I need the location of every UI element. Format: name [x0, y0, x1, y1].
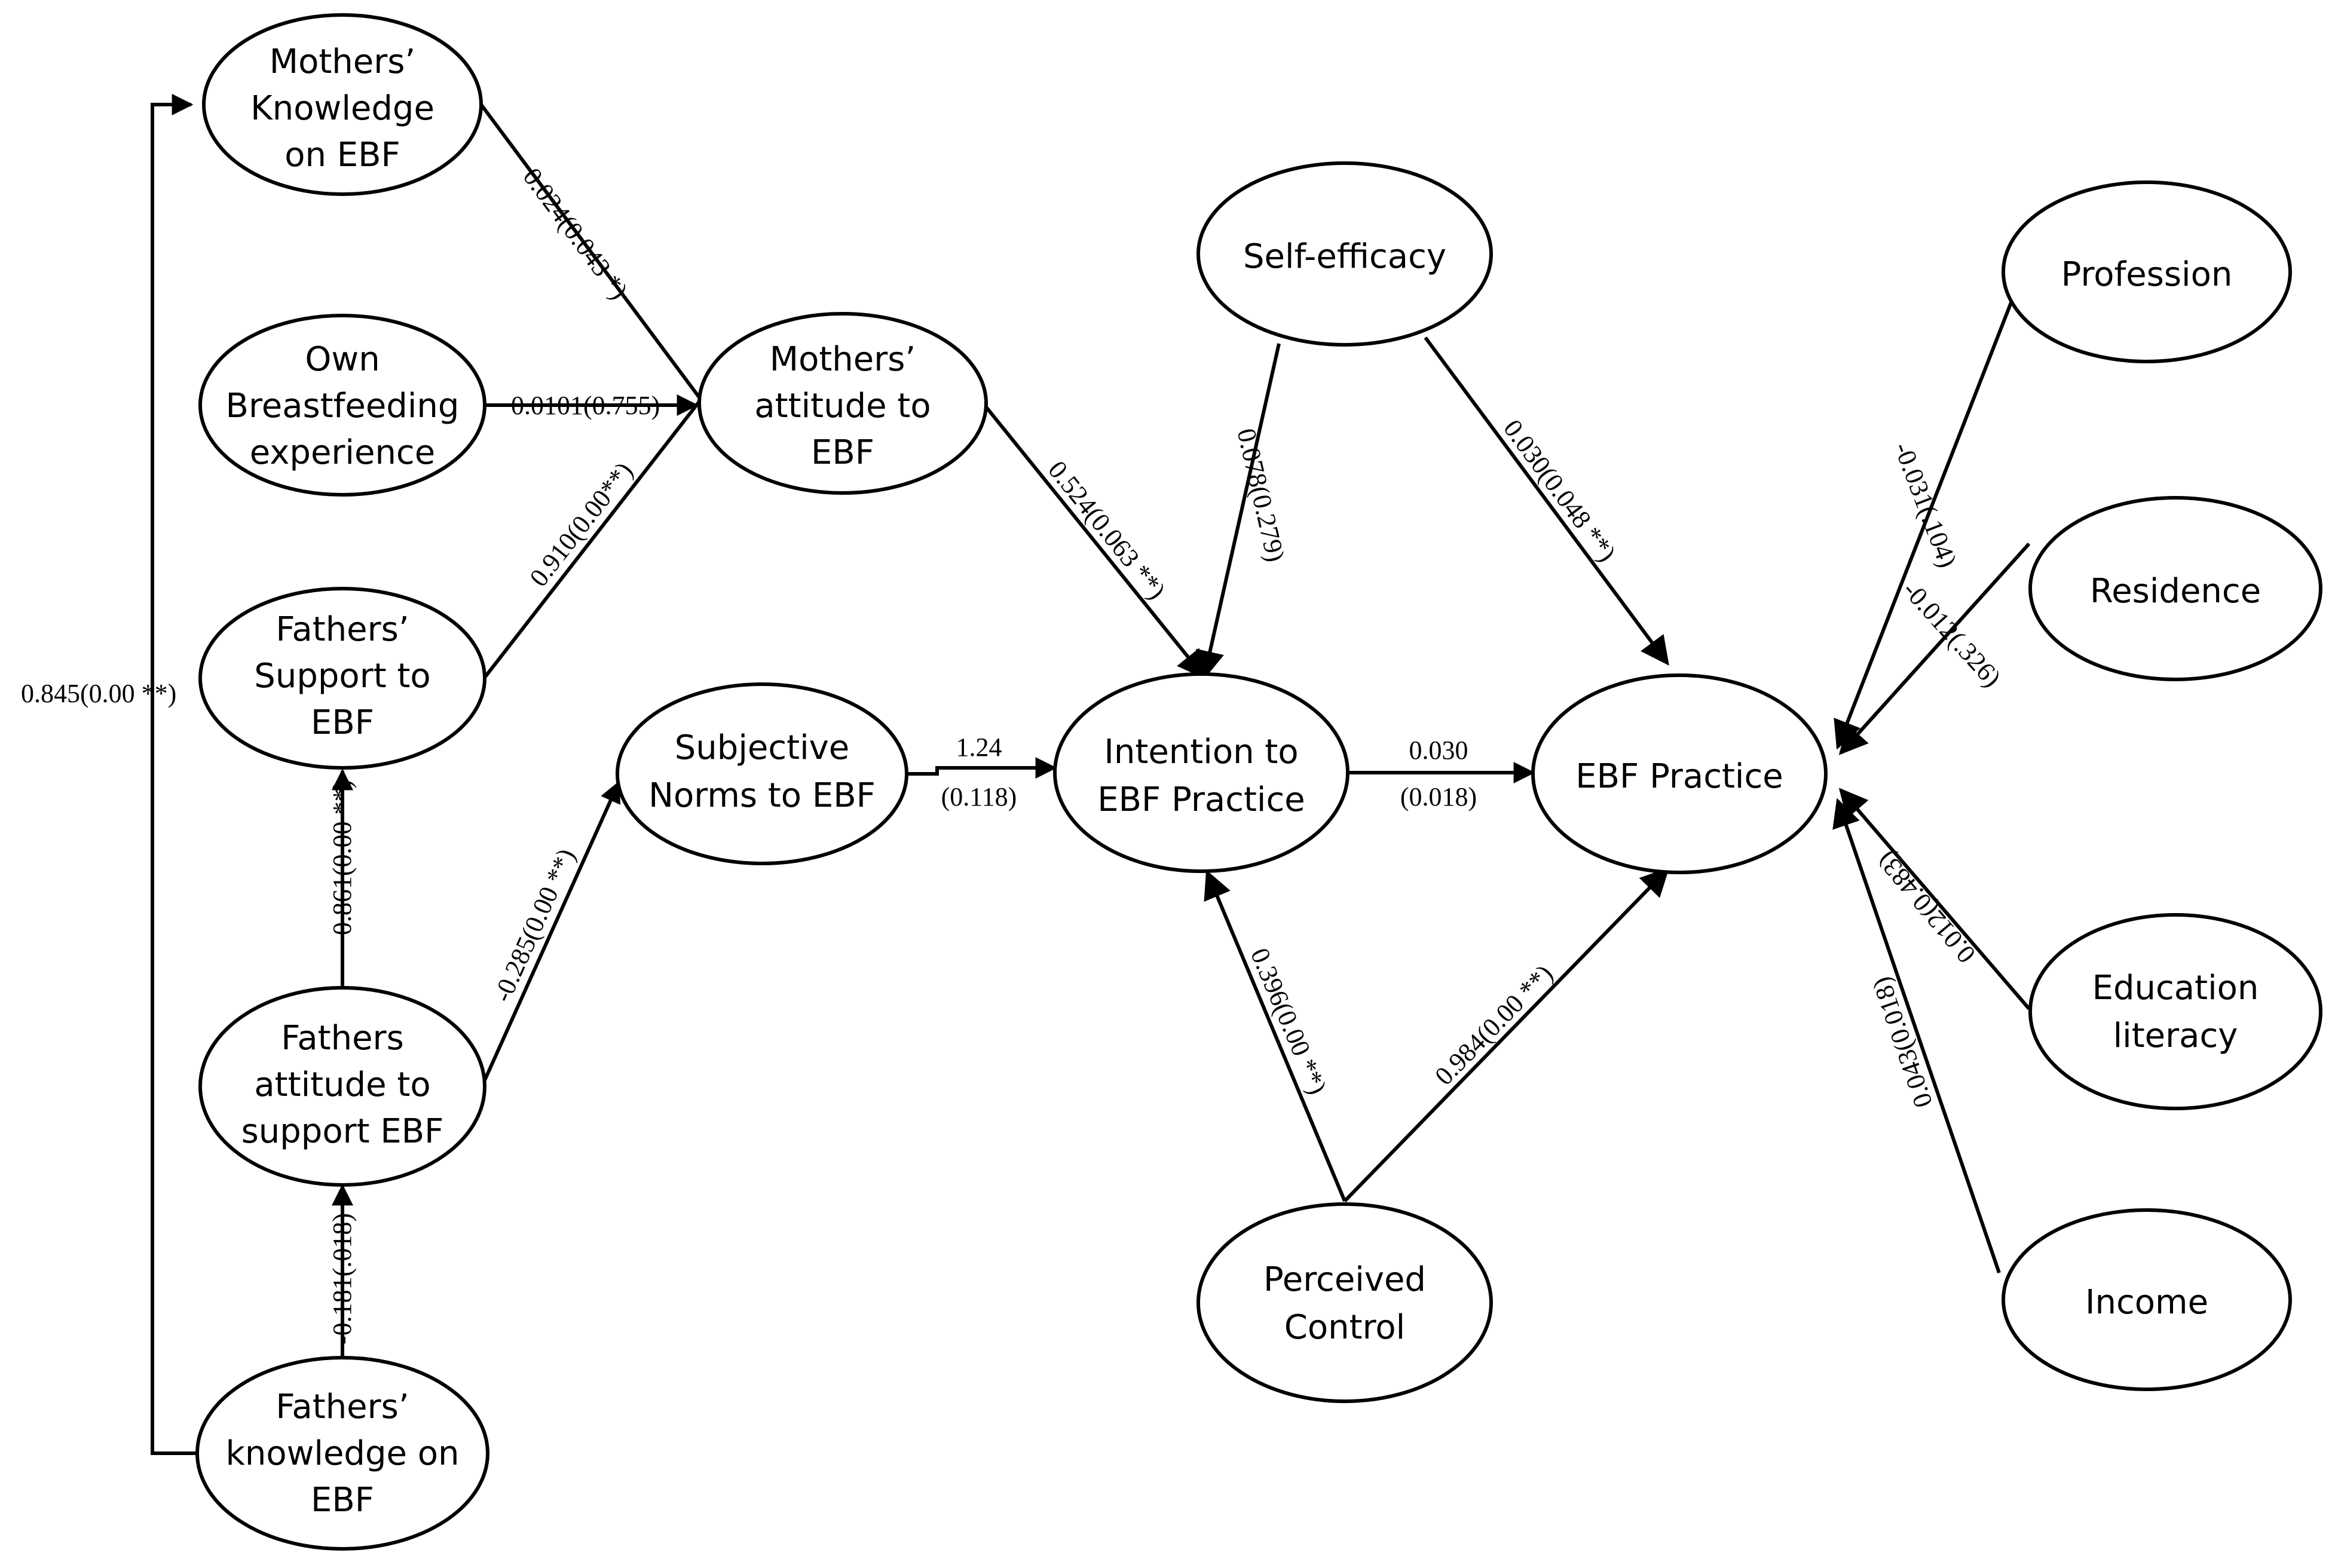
svg-text:attitude to: attitude to: [754, 387, 931, 425]
svg-text:knowledge on: knowledge on: [225, 1434, 459, 1473]
svg-text:Support to: Support to: [254, 657, 430, 696]
svg-text:Breastfeeding: Breastfeeding: [226, 387, 460, 425]
edge-fathers-knowledge-to-mothers-knowledge: [151, 94, 197, 1455]
node-intention: Intention to EBF Practice: [1053, 672, 1349, 873]
svg-text:attitude to: attitude to: [254, 1065, 430, 1104]
svg-text:Norms to EBF: Norms to EBF: [648, 776, 876, 815]
svg-text:Education: Education: [2092, 969, 2259, 1007]
svg-text:EBF Practice: EBF Practice: [1575, 757, 1783, 796]
svg-text:Subjective: Subjective: [675, 728, 850, 767]
edge-fathers-attitude-to-subjective-norms: [482, 780, 621, 1083]
svg-text:EBF Practice: EBF Practice: [1097, 780, 1305, 819]
svg-text:Mothers’: Mothers’: [270, 42, 415, 81]
label-fk-to-mk: 0.845(0.00 **): [21, 679, 176, 708]
edge-residence-to-ebf-practice: [1838, 542, 2031, 755]
svg-text:Mothers’: Mothers’: [770, 340, 916, 379]
label-ma-to-int: 0.524(0.063 **): [1042, 455, 1171, 605]
svg-text:EBF: EBF: [811, 433, 874, 472]
node-mothers-knowledge: Mothers’ Knowledge on EBF: [202, 13, 483, 196]
svg-text:Fathers’: Fathers’: [276, 1388, 409, 1426]
node-own-breastfeeding: Own Breastfeeding experience: [198, 314, 486, 497]
svg-text:Residence: Residence: [2090, 572, 2261, 611]
edge-mothers-knowledge-to-mothers-attitude: [479, 103, 701, 399]
svg-text:Profession: Profession: [2061, 255, 2233, 294]
edge-fathers-support-to-mothers-attitude: [482, 400, 701, 679]
svg-text:Control: Control: [1284, 1308, 1405, 1347]
edge-education-to-ebf-practice: [1838, 788, 2031, 1010]
svg-text:Income: Income: [2085, 1283, 2208, 1322]
svg-text:Fathers’: Fathers’: [276, 610, 409, 649]
label-se-to-int: 0.078(0.279): [1231, 425, 1290, 565]
label-int-to-ebf-bottom: (0.018): [1400, 782, 1477, 811]
svg-text:EBF: EBF: [311, 703, 374, 742]
edge-perceived-control-to-ebf-practice: [1343, 867, 1670, 1203]
edge-income-to-ebf-practice: [1832, 798, 2001, 1273]
svg-text:Own: Own: [305, 340, 380, 379]
edge-mothers-attitude-to-intention: [981, 402, 1207, 679]
label-se-to-ebf: 0.030(0.048 **): [1498, 414, 1622, 567]
node-fathers-attitude: Fathers attitude to support EBF: [198, 986, 486, 1187]
svg-text:EBF: EBF: [311, 1481, 374, 1520]
label-fa-to-fs: 0.861(0.00 **): [328, 780, 357, 935]
svg-text:Perceived: Perceived: [1263, 1260, 1426, 1299]
edge-subjective-norms-to-intention: [905, 757, 1057, 779]
svg-text:Fathers: Fathers: [281, 1019, 404, 1058]
edge-profession-to-ebf-practice: [1834, 271, 2025, 750]
label-fa-to-sn: -0.285(0.00 **): [488, 844, 582, 1006]
node-ebf-practice: EBF Practice: [1531, 673, 1828, 874]
node-income: Income: [2002, 1208, 2292, 1391]
svg-text:experience: experience: [250, 433, 435, 472]
svg-text:literacy: literacy: [2113, 1016, 2238, 1055]
svg-text:Intention to: Intention to: [1104, 733, 1298, 771]
svg-text:Self-efficacy: Self-efficacy: [1243, 237, 1446, 276]
node-mothers-attitude: Mothers’ attitude to EBF: [697, 312, 988, 495]
edge-self-efficacy-to-intention: [1196, 343, 1281, 680]
node-profession: Profession: [2002, 180, 2292, 363]
label-fs-to-ma: 0.910(0.00**): [524, 457, 638, 592]
node-residence: Residence: [2028, 496, 2322, 681]
node-education: Education literacy: [2028, 913, 2322, 1110]
label-ob-to-ma: 0.0101(0.755): [511, 391, 660, 420]
svg-text:Knowledge: Knowledge: [250, 89, 434, 128]
label-sn-to-int-bottom: (0.118): [941, 782, 1017, 811]
node-fathers-knowledge: Fathers’ knowledge on EBF: [195, 1356, 489, 1551]
label-pc-to-ebf: 0.984(0.00 **): [1429, 959, 1559, 1091]
node-subjective-norms: Subjective Norms to EBF: [616, 682, 908, 865]
label-fk-to-fa: -0.181(.018): [328, 1213, 357, 1345]
node-self-efficacy: Self-efficacy: [1196, 161, 1493, 347]
edge-perceived-control-to-intention: [1204, 869, 1346, 1202]
svg-text:support EBF: support EBF: [241, 1112, 444, 1151]
label-mk-to-ma: 0.024(0.043 *): [517, 163, 634, 305]
label-res-to-ebf: -0.012(.326): [1897, 575, 2007, 693]
edge-self-efficacy-to-ebf-practice: [1424, 336, 1669, 666]
svg-text:on EBF: on EBF: [284, 136, 400, 174]
label-sn-to-int-top: 1.24: [956, 733, 1002, 762]
label-int-to-ebf-top: 0.030: [1409, 736, 1468, 765]
node-fathers-support: Fathers’ Support to EBF: [198, 587, 486, 770]
label-pc-to-int: 0.396(0.00 **): [1245, 944, 1333, 1098]
node-perceived-control: Perceived Control: [1196, 1202, 1493, 1403]
